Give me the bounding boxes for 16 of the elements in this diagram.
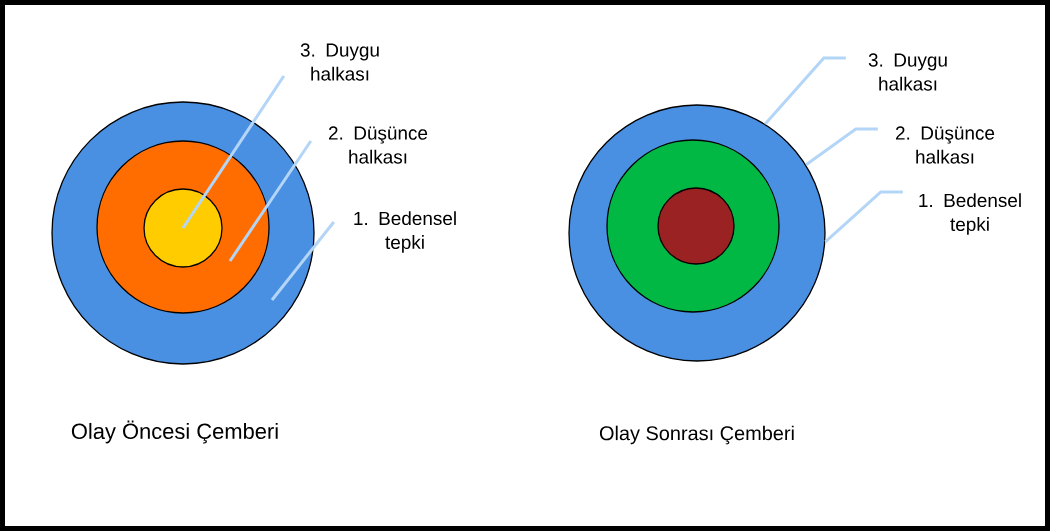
callout-text: 1. Bedensel tepki: [919, 193, 1021, 235]
callout-text: 1. Bedensel tepki: [354, 211, 456, 253]
leader-line: [764, 56, 846, 125]
leader-line: [270, 221, 335, 301]
caption-text: Olay Öncesi Çemberi: [71, 420, 278, 444]
ring-circle: [143, 188, 223, 268]
leader-line: [824, 190, 903, 244]
ring-circle: [657, 187, 735, 265]
callout-text: 2. Düşünce halkası: [329, 126, 428, 164]
leader-line: [228, 140, 313, 262]
leader-line: [805, 127, 878, 167]
callout-text: 2. Düşünce halkası: [895, 126, 995, 164]
callout-text: 3. Duygu halkası: [300, 43, 379, 81]
caption-text: Olay Sonrası Çemberi: [599, 425, 794, 445]
leader-line: [181, 75, 286, 229]
callout-text: 3. Duygu halkası: [868, 53, 947, 91]
